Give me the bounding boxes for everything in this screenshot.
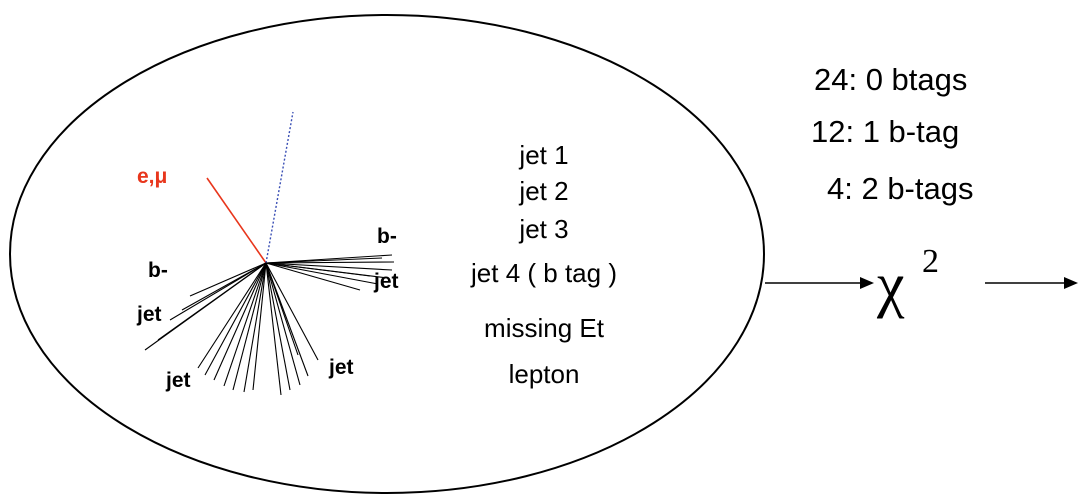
combo-0btag: 24: 0 btags bbox=[814, 62, 967, 97]
object-missing-et: missing Et bbox=[484, 313, 605, 343]
bjet-right-label-line1: b- bbox=[377, 225, 397, 248]
missing-et-track bbox=[265, 111, 294, 264]
object-jet2: jet 2 bbox=[518, 176, 568, 206]
chi-square-exponent: 2 bbox=[922, 243, 939, 280]
combo-2btag: 4: 2 b-tags bbox=[827, 171, 973, 206]
object-jet3: jet 3 bbox=[518, 214, 568, 244]
object-lepton: lepton bbox=[509, 359, 580, 389]
bottom-left-jet-cone bbox=[197, 262, 267, 393]
bottom-right-jet-cone bbox=[265, 262, 319, 396]
combo-1btag: 12: 1 b-tag bbox=[811, 114, 959, 149]
lepton-label: e,μ bbox=[137, 165, 167, 188]
object-jet1: jet 1 bbox=[518, 140, 568, 170]
chi-square-symbol: χ bbox=[876, 251, 905, 319]
arrow-to-fit-head bbox=[860, 277, 874, 289]
right-bjet-cone bbox=[265, 254, 395, 291]
jet-bottom-right-label: jet bbox=[328, 356, 354, 379]
detector-ellipse bbox=[9, 14, 765, 494]
jet-bottom-left-label: jet bbox=[165, 369, 191, 392]
bjet-right-label-line2: jet bbox=[373, 270, 399, 293]
combinatorics-list: 24: 0 btags 12: 1 b-tag 4: 2 b-tags bbox=[811, 62, 973, 206]
lepton-track bbox=[206, 177, 267, 264]
bjet-left-label-line1: b- bbox=[148, 259, 168, 282]
object-jet4: jet 4 ( b tag ) bbox=[470, 258, 617, 288]
object-list: jet 1 jet 2 jet 3 jet 4 ( b tag ) missin… bbox=[470, 140, 617, 389]
left-bjet-cone bbox=[144, 262, 267, 351]
bjet-left-label-line2: jet bbox=[136, 303, 162, 326]
arrow-from-fit-head bbox=[1064, 277, 1078, 289]
event-tracks bbox=[144, 111, 395, 396]
